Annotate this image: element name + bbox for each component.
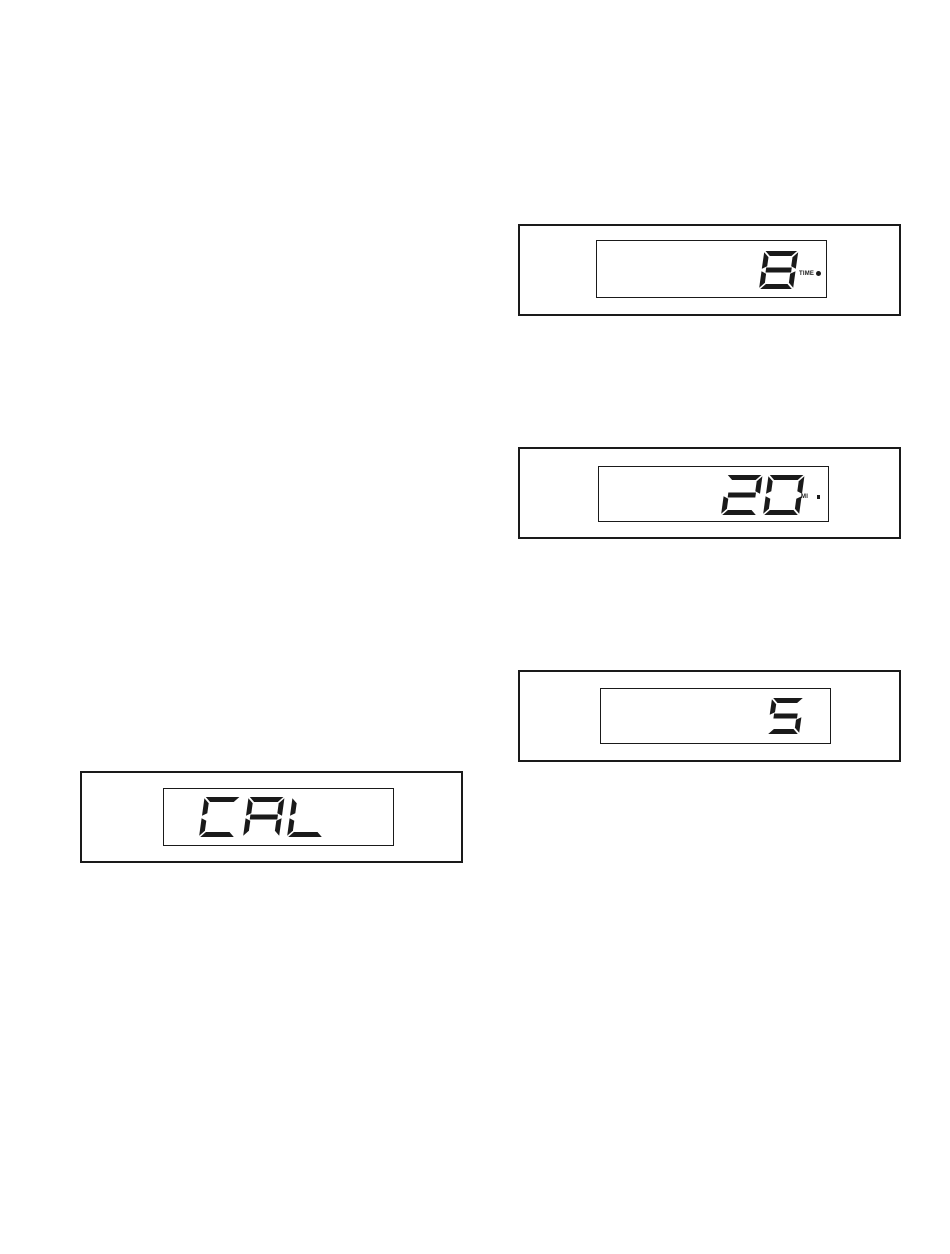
distance-unit-label: MI [801,494,808,500]
lcd-char-1-seg-upper-left [766,476,773,494]
lcd-char-0-seg-upper-left [770,699,777,715]
time-indicator-label: TIME [799,271,814,277]
display-panel-calories: CAL [80,771,463,863]
lcd-screen-distance: 20 MI [598,466,829,522]
lcd-char-0-seg-bottom [722,510,756,515]
lcd-char-0-seg-bottom [768,729,798,734]
display-panel-speed: 5 [518,670,901,762]
lcd-char-0-seg-middle [773,714,797,719]
lcd-char-2-seg-upper-left [290,798,297,816]
lcd-char-0-seg-top [728,475,762,480]
calories-digits [164,789,395,847]
time-digits [597,241,828,299]
lcd-char-0-seg-upper-left [762,252,769,269]
display-panel-distance: 20 MI [518,447,901,539]
lcd-char-1-seg-lower-right [275,818,282,836]
lcd-char-0-seg-middle [728,493,756,498]
lcd-char-0-seg-bottom [760,284,792,289]
lcd-char-1-seg-lower-left [243,818,250,836]
lcd-char-0-seg-lower-right [789,271,796,288]
lcd-char-0-seg-bottom [200,832,234,837]
lcd-screen-speed: 5 [600,688,831,744]
time-indicator-dot [816,271,821,276]
lcd-char-1-seg-top [250,797,284,802]
distance-digits [599,467,830,523]
lcd-char-0-seg-top [766,251,798,256]
display-panel-time: 8 TIME [518,224,901,316]
speed-digits [601,689,832,745]
lcd-char-1-seg-top [770,475,804,480]
lcd-screen-time: 8 TIME [596,240,827,298]
lcd-char-0-seg-middle [766,268,792,273]
distance-unit-marker [817,495,820,499]
lcd-char-0-seg-top [773,698,803,703]
lcd-screen-calories: CAL [163,788,394,846]
lcd-char-0-seg-top [206,797,240,802]
lcd-char-1-seg-bottom [764,510,798,515]
lcd-char-2-seg-bottom [288,832,322,837]
lcd-char-1-seg-middle [250,815,278,820]
lcd-char-0-seg-lower-right [795,717,802,733]
lcd-char-1-seg-upper-left [246,798,253,816]
lcd-char-0-seg-upper-left [202,798,209,816]
